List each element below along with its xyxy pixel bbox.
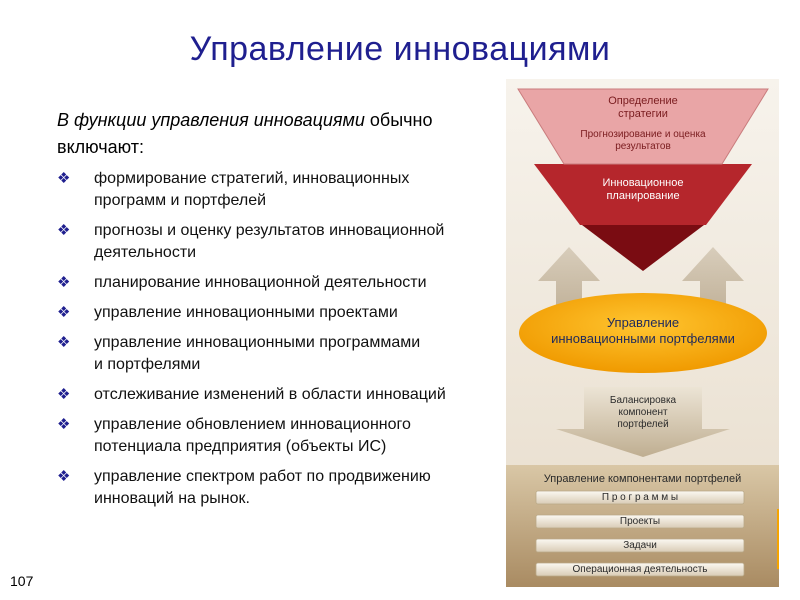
strategy-label: Определение стратегии: [566, 95, 720, 121]
left-up-arrow-icon: [538, 247, 600, 337]
planning-label: Инновационное планирование: [566, 177, 720, 203]
funnel-middle: [534, 164, 752, 225]
diamond-bullet-icon: ❖: [57, 274, 71, 291]
list-item: ❖ отслеживание изменений в области иннова…: [57, 384, 507, 406]
diamond-bullet-icon: ❖: [57, 468, 71, 485]
bar-tasks: [535, 538, 745, 553]
diamond-bullet-icon: ❖: [57, 334, 71, 351]
accent-stripe: [777, 509, 779, 569]
down-arrow-icon: [556, 387, 730, 457]
bar-programs: [535, 490, 745, 505]
funnel-top: [517, 88, 769, 165]
portfolio-line1: Управление: [606, 315, 680, 330]
bar-label-projects: Проекты: [619, 516, 661, 527]
list-item: ❖ планирование инновационной деятельности: [57, 272, 507, 294]
balance-line2: компонент: [618, 407, 668, 418]
portfolio-label: Управление инновационными портфелями: [523, 315, 763, 347]
planning-line1: Инновационное: [602, 177, 684, 189]
bullet-line1: управление обновлением инновационного: [94, 416, 411, 433]
list-item: ❖ управление инновационными проектами: [57, 302, 507, 324]
diamond-bullet-icon: ❖: [57, 222, 71, 239]
diamond-bullet-icon: ❖: [57, 386, 71, 403]
forecast-label: Прогнозирование и оценка результатов: [556, 129, 730, 153]
right-up-arrow-icon: [682, 247, 744, 337]
diagram-graphic: [506, 79, 779, 587]
bar-operations: [535, 562, 745, 577]
strategy-line1: Определение: [608, 95, 678, 107]
diamond-bullet-icon: ❖: [57, 416, 71, 433]
planning-line2: планирование: [606, 190, 680, 202]
components-title: Управление компонентами портфелей: [543, 473, 742, 485]
bullet-line1: формирование стратегий, инновационных: [94, 170, 410, 187]
bullet-line2: и портфелями: [94, 356, 201, 373]
intro-italic: В функции управления инновациями: [57, 110, 365, 130]
list-item: ❖ прогнозы и оценку результатов инновацио…: [57, 220, 507, 264]
bullet-line2: инноваций на рынок.: [94, 490, 250, 507]
bullet-line1: прогнозы и оценку результатов инновацион…: [94, 222, 445, 239]
forecast-line1: Прогнозирование и оценка: [580, 129, 706, 140]
bullet-line1: планирование инновационной деятельности: [94, 274, 427, 291]
bullet-line2: программ и портфелей: [94, 192, 267, 209]
funnel-bottom: [582, 225, 704, 271]
portfolio-diagram: Определение стратегии Прогнозирование и …: [506, 79, 779, 587]
bullet-list: ❖ формирование стратегий, инновационных пр…: [57, 168, 507, 518]
bar-label-operations: Операционная деятельность: [572, 564, 708, 575]
page-number: 107: [10, 573, 34, 589]
list-item: ❖ формирование стратегий, инновационных пр…: [57, 168, 507, 212]
slide-title: Управление инновациями: [189, 30, 611, 68]
bar-projects: [535, 514, 745, 529]
bullet-line2: потенциала предприятия (объекты ИС): [94, 438, 387, 455]
portfolio-line2: инновационными портфелями: [551, 331, 735, 346]
diamond-bullet-icon: ❖: [57, 170, 71, 187]
intro-rest: обычно: [364, 110, 433, 130]
intro-text: В функции управления инновациями обычно …: [57, 107, 527, 161]
balance-line3: портфелей: [617, 419, 669, 430]
bullet-line1: управление инновационными проектами: [94, 304, 398, 321]
intro-line2: включают:: [57, 137, 144, 157]
balance-line1: Балансировка: [609, 395, 677, 406]
bullet-line2: деятельности: [94, 244, 197, 261]
diamond-bullet-icon: ❖: [57, 304, 71, 321]
bullet-line1: управление спектром работ по продвижению: [94, 468, 431, 485]
list-item: ❖ управление обновлением инновационного по…: [57, 414, 507, 458]
list-item: ❖ управление инновационными программами и …: [57, 332, 507, 376]
bar-label-tasks: Задачи: [623, 540, 657, 551]
bullet-line1: управление инновационными программами: [94, 334, 421, 351]
bullet-line1: отслеживание изменений в области инновац…: [94, 386, 446, 403]
bar-label-programs: П р о г р а м м ы: [601, 492, 679, 503]
portfolio-ellipse: [519, 293, 767, 373]
list-item: ❖ управление спектром работ по продвижени…: [57, 466, 507, 510]
strategy-line2: стратегии: [618, 108, 668, 120]
balance-label: Балансировка компонент портфелей: [578, 395, 708, 431]
forecast-line2: результатов: [615, 141, 671, 152]
